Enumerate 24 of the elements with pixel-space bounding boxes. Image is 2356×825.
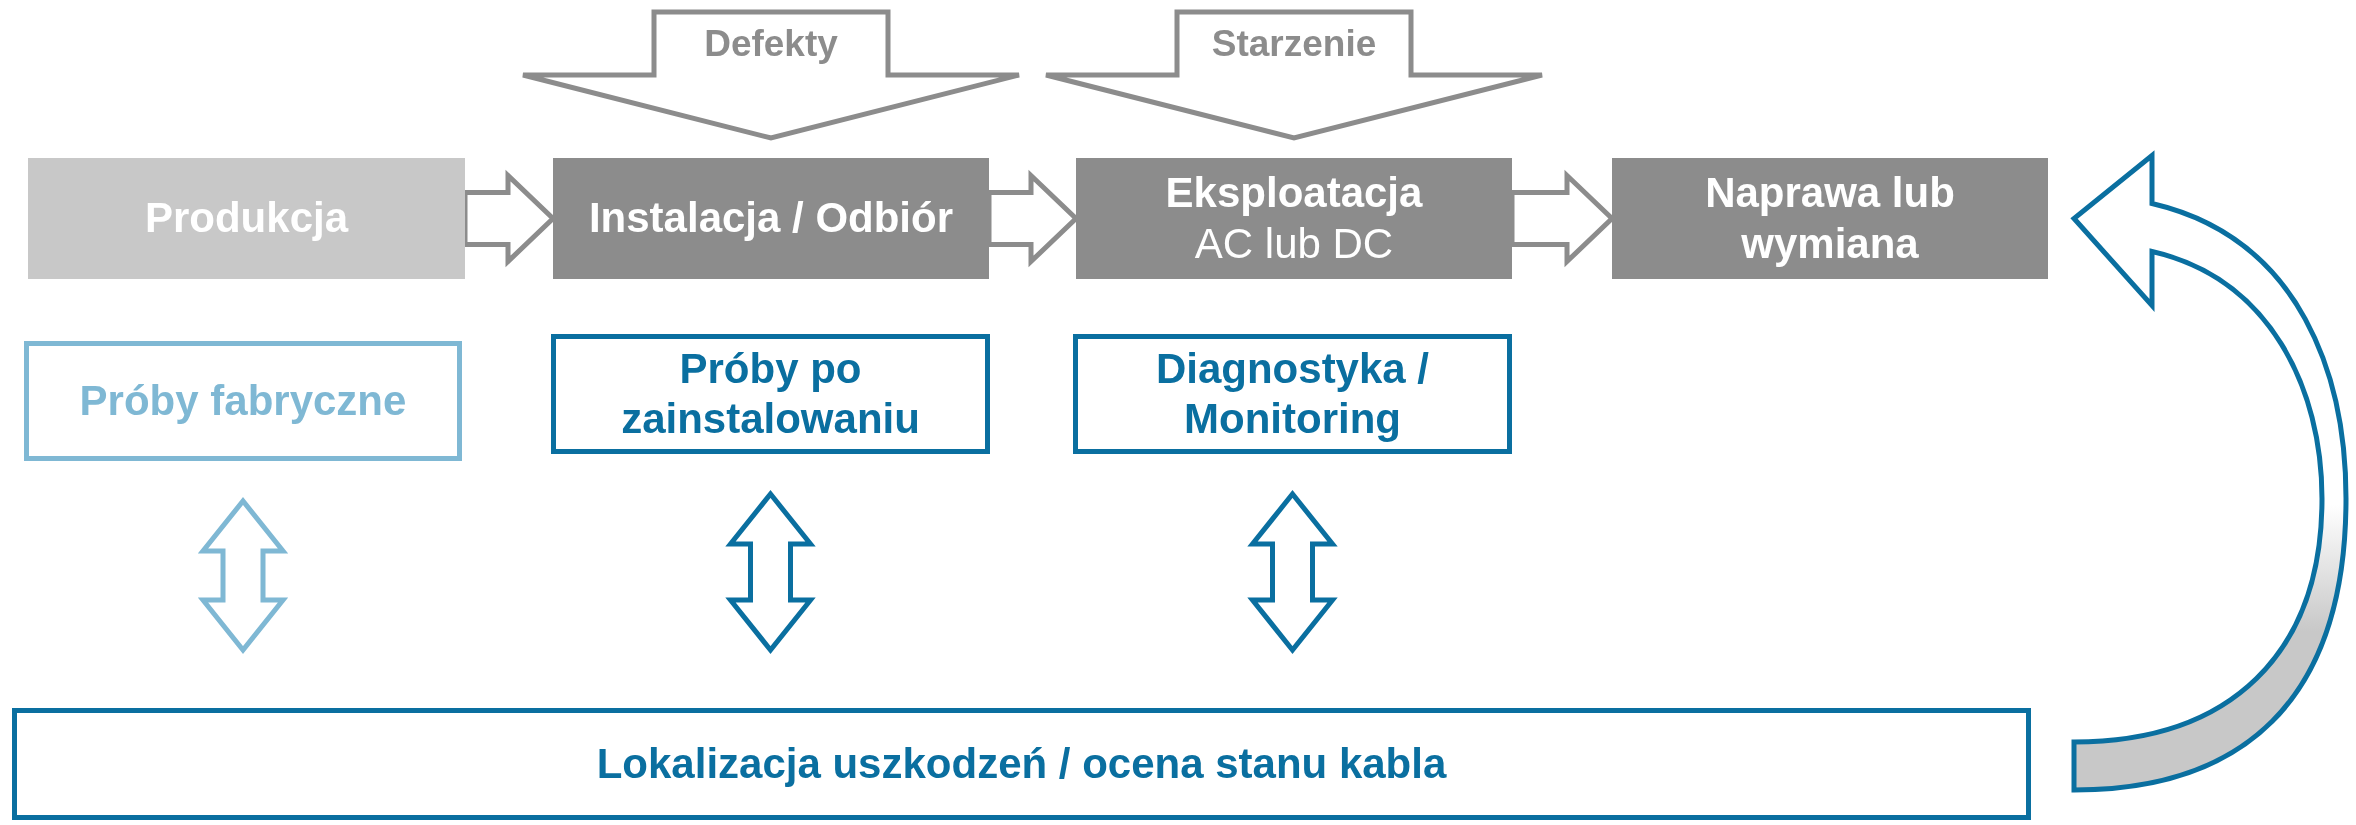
box-label: Eksploatacja <box>1165 168 1423 219</box>
box-label: Instalacja / Odbiór <box>588 193 954 244</box>
box-label: Diagnostyka / Monitoring <box>1154 343 1431 444</box>
subtitle-text: AC lub DC <box>1194 218 1394 269</box>
edge-label: Defekty <box>704 23 838 65</box>
test-box <box>24 341 462 461</box>
block-arrow <box>1043 9 1545 141</box>
box-label: Próby po zainstalowaniu <box>620 343 921 444</box>
stage-box <box>1076 158 1512 279</box>
box-label: Lokalizacja uszkodzeń / ocena stanu kabla <box>596 738 1447 789</box>
test-box <box>1073 334 1512 454</box>
block-arrow <box>197 497 289 654</box>
block-arrow <box>725 490 816 654</box>
box-label: Próby fabryczne <box>79 375 407 426</box>
block-arrow <box>1247 490 1338 654</box>
test-box <box>551 334 990 454</box>
block-arrow <box>520 9 1022 141</box>
stage-box <box>1612 158 2048 279</box>
edge-label: Starzenie <box>1211 23 1377 65</box>
box-label: Naprawa lub wymiana <box>1704 168 1956 269</box>
block-arrow <box>2071 153 2349 793</box>
stage-box <box>553 158 989 279</box>
stage-box <box>28 158 465 279</box>
result-bar <box>12 708 2031 820</box>
